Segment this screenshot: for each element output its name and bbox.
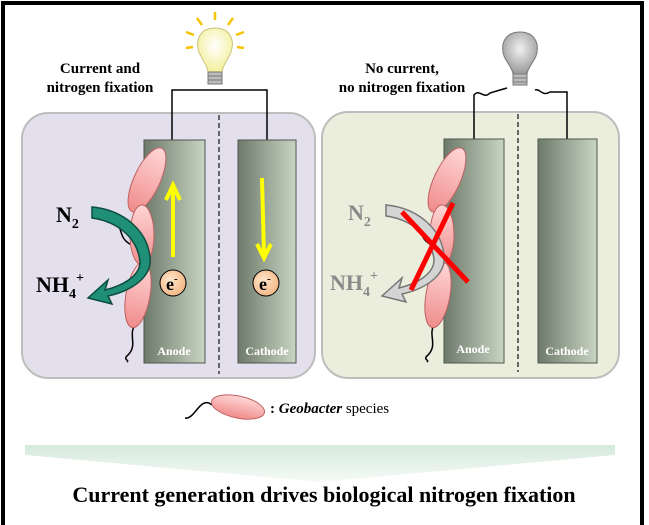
right-caption-line1: No current, (365, 61, 439, 77)
broken-wire (534, 88, 568, 140)
lightbulb-off-icon (502, 31, 538, 86)
right-panel: No current, no nitrogen fixation Anode C… (321, 31, 620, 379)
circuit-wire (171, 89, 268, 140)
left-caption-line1: Current and (60, 61, 141, 77)
flagellum (184, 402, 213, 419)
broken-wire (473, 87, 508, 140)
legend: : Geobacter species (184, 394, 389, 420)
current-down-arrow (255, 177, 273, 263)
n2-to-nh4-arrow (86, 206, 151, 306)
svg-text:e-: e- (166, 273, 178, 294)
geobacter-legend-icon (210, 394, 266, 420)
left-caption-line2: nitrogen fixation (47, 80, 154, 96)
right-cathode (537, 138, 598, 364)
left-n2-label: N2 (56, 202, 79, 232)
electron-icon: e- (159, 269, 187, 297)
left-cathode-label: Cathode (245, 344, 289, 358)
conclusion-title: Current generation drives biological nit… (72, 482, 575, 507)
right-nh4-label: NH4+ (330, 269, 378, 300)
electron-icon: e- (252, 269, 280, 297)
right-n2-label: N2 (348, 200, 371, 230)
svg-text:e-: e- (259, 273, 271, 294)
left-panel: Current and nitrogen fixation Anode Cath… (21, 12, 316, 379)
left-anode-label: Anode (157, 344, 191, 358)
current-up-arrow (164, 180, 182, 257)
right-caption-line2: no nitrogen fixation (339, 80, 466, 96)
lightbulb-on-icon (185, 12, 245, 85)
down-arrow-banner (25, 445, 615, 482)
right-anode-label: Anode (456, 342, 490, 356)
cross-mark-icon (400, 201, 470, 292)
legend-label: : Geobacter species (270, 401, 389, 417)
left-nh4-label: NH4+ (36, 271, 84, 302)
right-cathode-label: Cathode (545, 344, 589, 358)
